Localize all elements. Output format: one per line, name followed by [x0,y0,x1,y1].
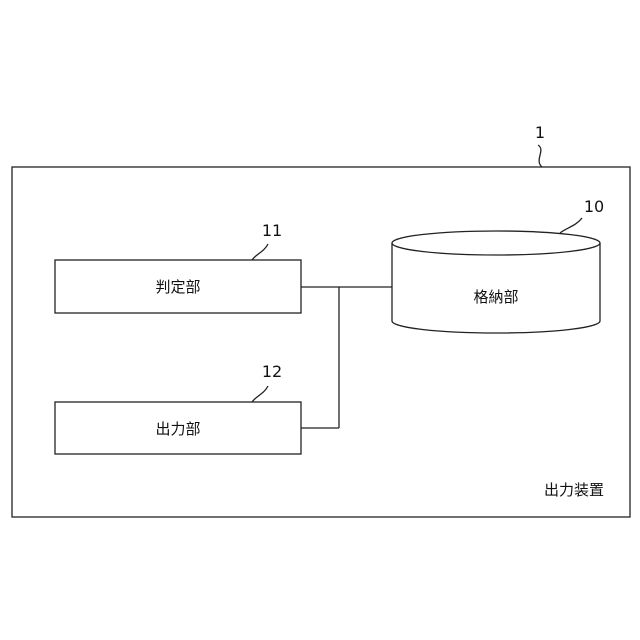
storage-cylinder-top [392,231,600,255]
storage-cylinder [392,231,600,333]
output-device-frame [12,167,630,517]
storage-ref-number: 10 [584,197,604,216]
judgment-ref-number: 11 [262,221,282,240]
device-ref-leader [538,145,542,167]
device-ref-number: 1 [535,123,545,142]
device-label: 出力装置 [544,481,604,499]
storage-unit-label: 格納部 [473,288,518,306]
output-ref-number: 12 [262,362,282,381]
output-unit-label: 出力部 [155,420,200,438]
judgment-unit-label: 判定部 [155,278,200,296]
